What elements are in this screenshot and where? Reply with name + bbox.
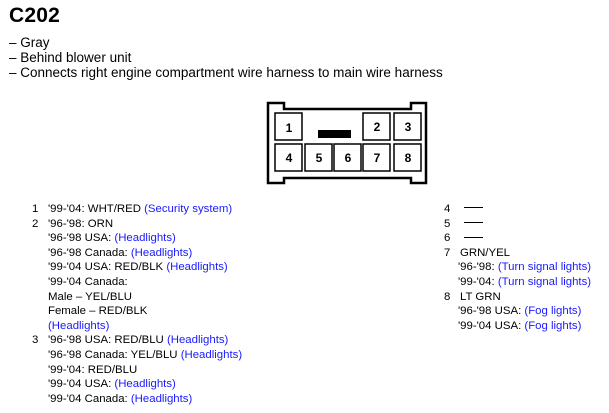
pin-label-7: 7 xyxy=(373,151,381,165)
pin-entry-6: 6 xyxy=(444,231,591,246)
circuit-link[interactable]: (Headlights) xyxy=(180,348,243,361)
circuit-link[interactable]: (Security system) xyxy=(144,203,233,215)
pin-label-1: 1 xyxy=(285,121,293,135)
cavity-4 xyxy=(274,143,303,172)
pin-line: '99-'04 USA: (Headlights) xyxy=(32,377,242,392)
pin-number: 5 xyxy=(444,217,451,230)
pin-line: '96-'98: (Turn signal lights) xyxy=(444,260,591,275)
pin-entry-2: 2'96-'98: ORN'96-'98 USA: (Headlights)'9… xyxy=(32,217,242,334)
pin-entry-1: 1'99-'04: WHT/RED (Security system) xyxy=(32,202,242,217)
pin-line xyxy=(444,231,591,246)
connector-housing xyxy=(266,101,428,185)
circuit-link[interactable]: (Turn signal lights) xyxy=(497,275,592,288)
pin-line: '99-'04 Canada: (Headlights) xyxy=(32,392,242,407)
pin-line-text: '96-'98 USA: xyxy=(48,232,115,245)
pin-line: '96-'98 Canada: YEL/BLU (Headlights) xyxy=(32,348,242,363)
pin-line: '99-'04: (Turn signal lights) xyxy=(444,275,591,290)
pin-line-text: '99-'04 USA: RED/BLK xyxy=(48,261,167,274)
cavity-6 xyxy=(333,143,362,172)
pin-label-6: 6 xyxy=(344,151,352,165)
pin-line-text: '96-'98 Canada: YEL/BLU xyxy=(48,348,181,361)
pin-number: 7 xyxy=(444,246,451,259)
pin-number: 2 xyxy=(32,217,39,230)
circuit-link[interactable]: (Fog lights) xyxy=(524,305,582,318)
unused-pin-dash xyxy=(464,207,483,209)
pin-wire-color: GRN/YEL xyxy=(460,246,511,259)
cavity-3 xyxy=(393,112,422,141)
detail-color: – Gray xyxy=(9,35,50,50)
pin-line: '99-'04: WHT/RED (Security system) xyxy=(32,202,242,217)
pin-label-5: 5 xyxy=(315,151,323,165)
pin-line-text: '99-'04 Canada: xyxy=(48,275,128,288)
pin-line: Male – YEL/BLU xyxy=(32,290,242,305)
pin-label-2: 2 xyxy=(373,120,381,134)
pin-line: '96-'98: ORN xyxy=(32,217,242,232)
pin-number: 3 xyxy=(32,334,39,347)
pin-number: 8 xyxy=(444,290,451,303)
pin-line: '96-'98 USA: (Headlights) xyxy=(32,231,242,246)
pin-line: '96-'98 USA: (Fog lights) xyxy=(444,304,591,319)
circuit-link[interactable]: (Turn signal lights) xyxy=(497,261,592,274)
connector-diagram: 1 2 3 4 5 6 7 8 xyxy=(266,101,428,185)
locking-tab xyxy=(318,130,351,138)
unused-pin-dash xyxy=(464,236,483,238)
connector-details: – Gray – Behind blower unit – Connects r… xyxy=(9,35,443,81)
pin-line: '99-'04 USA: (Fog lights) xyxy=(444,319,591,334)
circuit-link[interactable]: (Headlights) xyxy=(114,232,176,245)
pin-label-4: 4 xyxy=(285,151,293,165)
pin-line: '99-'04: RED/BLU xyxy=(32,363,242,378)
pin-line-text: '96-'98 USA: xyxy=(458,305,525,318)
connector-title: C202 xyxy=(9,4,61,27)
circuit-link[interactable]: (Headlights) xyxy=(114,378,176,391)
connector-outline xyxy=(266,101,428,185)
circuit-link[interactable]: (Fog lights) xyxy=(524,319,582,332)
pin-line-text: '96-'98: xyxy=(458,261,498,274)
pin-number: 4 xyxy=(444,203,451,215)
pin-number: 6 xyxy=(444,232,451,245)
pin-line-text: Male – YEL/BLU xyxy=(48,290,133,303)
pin-line-text: '99-'04: WHT/RED xyxy=(48,203,145,215)
detail-location: – Behind blower unit xyxy=(9,50,132,66)
pin-line-text: '96-'98: ORN xyxy=(48,217,114,230)
pin-line: (Headlights) xyxy=(32,319,242,334)
pin-label-3: 3 xyxy=(404,120,412,134)
pin-entry-4: 4 xyxy=(444,202,591,217)
pin-entry-5: 5 xyxy=(444,217,591,232)
cavity-5 xyxy=(304,143,333,172)
unused-pin-dash xyxy=(464,222,483,224)
pin-line-text: '99-'04 Canada: xyxy=(48,392,131,405)
pin-line: '96-'98 USA: RED/BLU (Headlights) xyxy=(32,333,242,348)
cavity-2 xyxy=(362,112,391,141)
pin-line-text: '99-'04 USA: xyxy=(458,319,525,332)
circuit-link[interactable]: (Headlights) xyxy=(166,261,228,274)
pin-line-text: Female – RED/BLK xyxy=(48,305,148,318)
circuit-link[interactable]: (Headlights) xyxy=(130,246,193,259)
pin-label-8: 8 xyxy=(404,151,412,165)
pin-line xyxy=(444,202,591,217)
pin-line: '96-'98 Canada: (Headlights) xyxy=(32,246,242,261)
pin-wire-color: LT GRN xyxy=(460,290,501,303)
pin-line-text: '96-'98 USA: RED/BLU xyxy=(48,334,167,347)
pin-line-text: '99-'04: RED/BLU xyxy=(48,363,138,376)
pin-line-text: '96-'98 Canada: xyxy=(48,246,131,259)
pin-line-text: '99-'04: xyxy=(458,275,498,288)
cavity-7 xyxy=(362,143,391,172)
cavity-8 xyxy=(393,143,422,172)
pin-line-text: '99-'04 USA: xyxy=(48,378,115,391)
detail-connection: – Connects right engine compartment wire… xyxy=(9,65,443,81)
pin-entry-3: 3'96-'98 USA: RED/BLU (Headlights)'96-'9… xyxy=(32,333,242,406)
pin-line: '99-'04 USA: RED/BLK (Headlights) xyxy=(32,260,242,275)
circuit-link[interactable]: (Headlights) xyxy=(48,319,110,332)
pin-line: '99-'04 Canada: xyxy=(32,275,242,290)
pin-line xyxy=(444,217,591,232)
cavity-1 xyxy=(274,112,303,141)
pin-list-left: 1'99-'04: WHT/RED (Security system)2'96-… xyxy=(32,202,242,406)
pin-line: Female – RED/BLK xyxy=(32,304,242,319)
circuit-link[interactable]: (Headlights) xyxy=(166,334,229,347)
circuit-link[interactable]: (Headlights) xyxy=(130,392,193,405)
pin-number: 1 xyxy=(32,203,39,215)
